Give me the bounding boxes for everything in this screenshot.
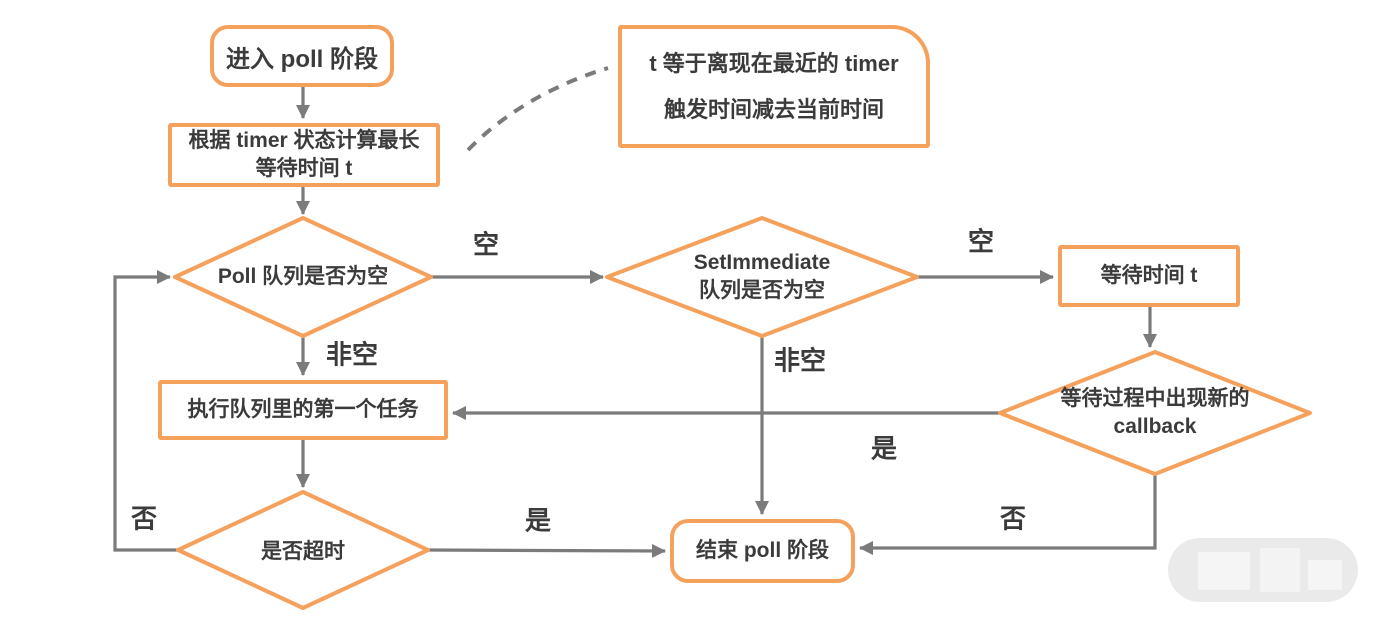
setimmediate-diamond-line-2: 队列是否为空: [699, 279, 825, 302]
watermark-shape: [1260, 548, 1300, 592]
watermark-shape: [1308, 560, 1342, 590]
watermark-logo: [1168, 538, 1358, 602]
end-node: 结束 poll 阶段: [670, 519, 855, 583]
setimmediate-diamond-label: SetImmediate 队列是否为空: [694, 249, 831, 305]
new-callback-diamond-line-1: 等待过程中出现新的: [1060, 387, 1250, 410]
note-line-1: t 等于离现在最近的 timer: [649, 50, 899, 76]
poll-queue-diamond-label: Poll 队列是否为空: [217, 265, 389, 288]
edge-callback-to-end: [859, 474, 1157, 555]
wait-time-node: 等待时间 t: [1058, 245, 1240, 307]
exec-first-task-node: 执行队列里的第一个任务: [158, 380, 448, 440]
edge-timeout-to-end: [427, 543, 666, 558]
is-timeout-diamond-label: 是否超时: [261, 540, 345, 563]
watermark-shape: [1198, 552, 1250, 590]
setimmediate-queue-diamond: [605, 216, 919, 338]
edge-label-setimmediate-not-empty: 非空: [773, 345, 827, 376]
edge-label-setimmediate-empty: 空: [967, 226, 995, 257]
new-callback-diamond-line-2: callback: [1113, 415, 1197, 438]
start-node: 进入 poll 阶段: [210, 25, 394, 87]
edge-label-poll-empty: 空: [472, 229, 500, 260]
edge-label-poll-not-empty: 非空: [325, 339, 379, 370]
poll-queue-diamond: [173, 216, 433, 338]
edge-timeout-loop-to-poll: [113, 270, 178, 552]
edge-label-callback-no: 否: [999, 503, 1027, 534]
calc-wait-node: 根据 timer 状态计算最长等待时间 t: [168, 123, 440, 187]
new-callback-diamond: [998, 350, 1312, 476]
note-line-2: 触发时间减去当前时间: [663, 96, 884, 122]
setimmediate-diamond-line-1: SetImmediate: [693, 251, 831, 274]
edge-label-timeout-no: 否: [130, 503, 158, 534]
edge-note-dashed-connector: [466, 66, 609, 152]
note-node: t 等于离现在最近的 timer 触发时间减去当前时间: [618, 25, 930, 148]
edge-label-callback-yes: 是: [870, 433, 898, 464]
edge-label-timeout-yes: 是: [524, 505, 552, 536]
is-timeout-diamond: [176, 490, 430, 610]
new-callback-diamond-label: 等待过程中出现新的 callback: [1061, 385, 1250, 441]
